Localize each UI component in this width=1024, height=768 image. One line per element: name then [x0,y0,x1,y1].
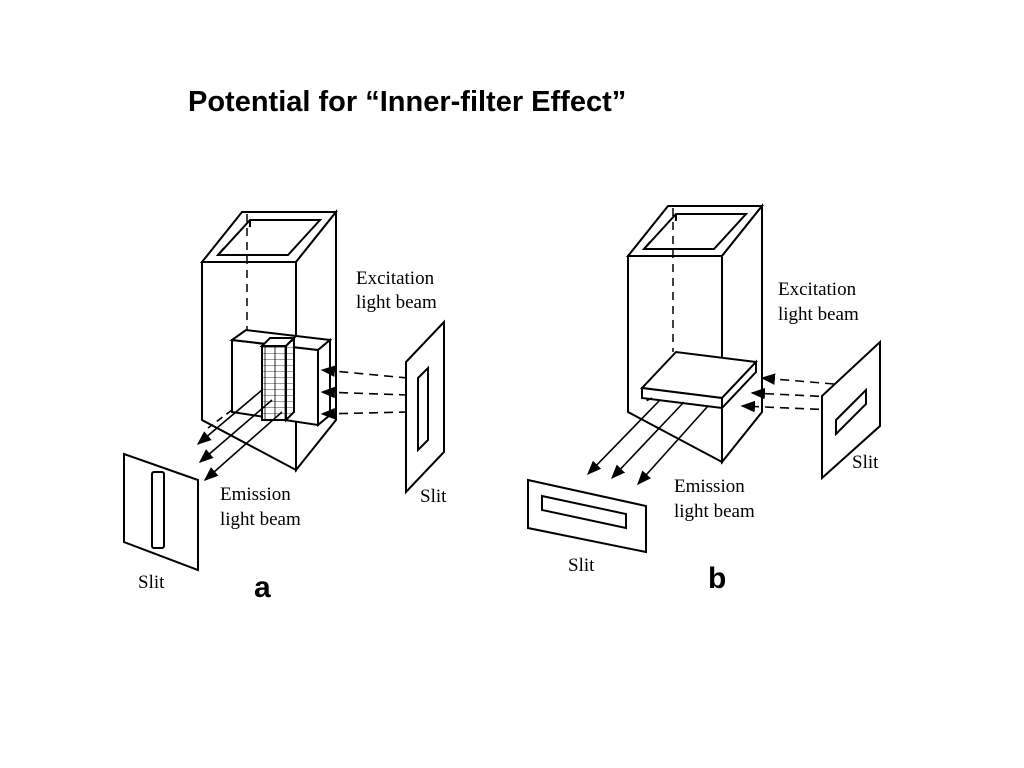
emission-label-b-line1: Emission [674,476,745,497]
emission-beam-b [586,397,709,486]
slide-title: Potential for “Inner-filter Effect” [188,86,627,118]
emission-label-b-line2: light beam [674,501,755,522]
panel-a [123,209,445,572]
panel-label-b: b [708,562,726,595]
excitation-slit-b [821,339,881,481]
slit-label-a-right: Slit [420,486,447,507]
emission-label-a-line1: Emission [220,484,291,505]
panel-label-a: a [254,571,271,604]
emission-beam-a [196,389,283,481]
slit-label-b-bottom: Slit [568,555,595,576]
slit-label-a-left: Slit [138,572,165,593]
emission-label-a-line2: light beam [220,509,301,530]
slit-label-b-right: Slit [852,452,879,473]
cuvette-b [625,203,765,465]
excitation-label-a-line2: light beam [356,292,437,313]
panel-b [527,203,881,554]
fluorescing-column-a [259,335,297,423]
excitation-label-b-line2: light beam [778,304,859,325]
emission-slit-b [527,478,647,554]
excitation-beam-b [740,373,835,413]
sample-slab-b [639,350,759,411]
excitation-label-a-line1: Excitation [356,268,435,289]
emission-slit-a [123,452,199,572]
excitation-slit-a [405,319,445,495]
excitation-label-b-line1: Excitation [778,279,857,300]
